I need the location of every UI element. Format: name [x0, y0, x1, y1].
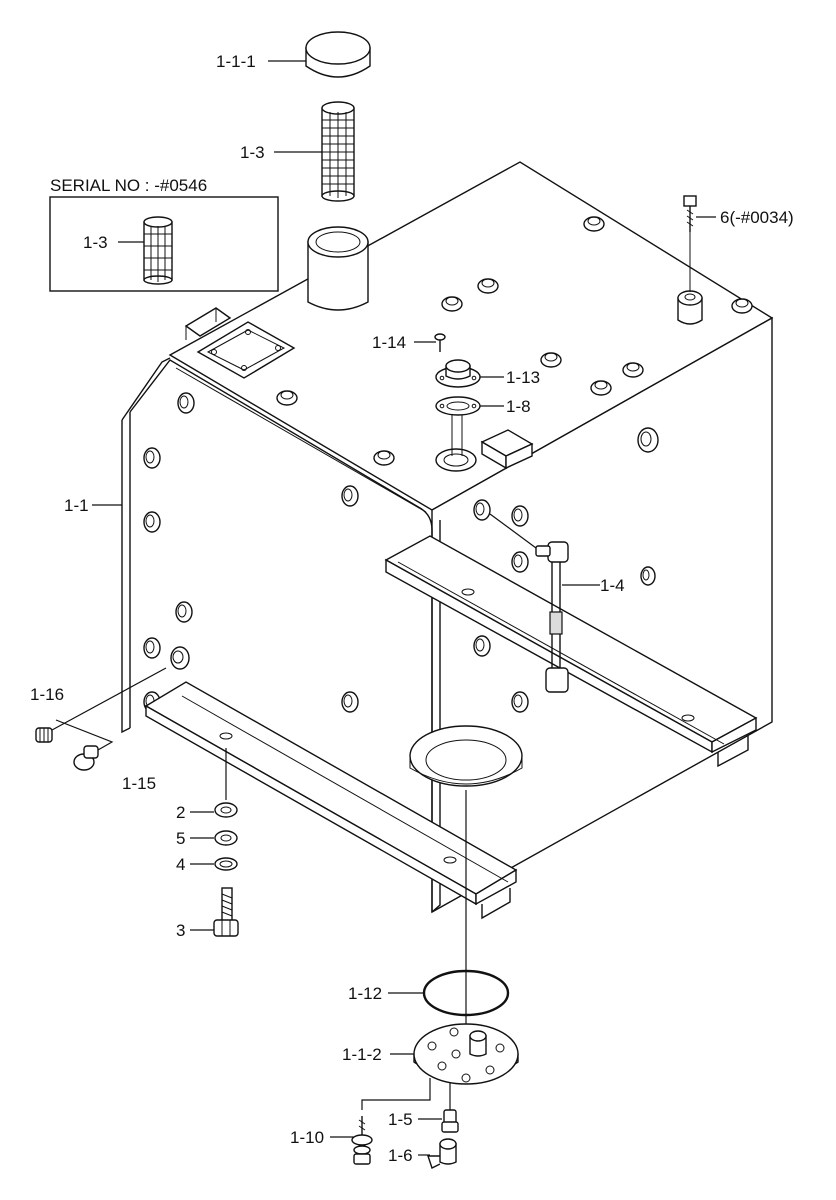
side-rail	[384, 535, 758, 768]
label-cover-plate: 1-1-2	[342, 1045, 382, 1064]
clamp	[427, 1138, 457, 1169]
bottom-port-ring	[409, 725, 523, 787]
drain-plug	[35, 667, 167, 743]
label-bolt-washer: 1-10	[290, 1128, 324, 1147]
label-o-ring: 1-12	[348, 984, 382, 1003]
label-gasket: 1-8	[506, 397, 531, 416]
label-screw: 1-14	[372, 333, 406, 352]
label-drain-plug: 1-16	[30, 685, 64, 704]
serial-box-title: SERIAL NO : -#0546	[50, 176, 207, 195]
label-spring-washer: 4	[176, 855, 185, 874]
label-fitting: 1-5	[388, 1110, 413, 1129]
label-clamp: 1-6	[388, 1146, 413, 1165]
washer-2	[214, 802, 238, 818]
serial-box-part-label: 1-3	[83, 233, 108, 252]
label-bolt: 3	[176, 921, 185, 940]
level-port	[435, 412, 477, 472]
label-strainer: 1-3	[240, 143, 265, 162]
label-gauge-cover: 1-13	[506, 368, 540, 387]
side-bosses	[473, 427, 659, 713]
filler-neck	[307, 226, 369, 311]
fitting	[441, 1109, 459, 1133]
label-washer-5: 5	[176, 829, 185, 848]
washer-5	[214, 830, 238, 846]
label-plug: 1-15	[122, 774, 156, 793]
top-bolt	[683, 195, 697, 292]
top-bosses	[276, 216, 753, 466]
spring-washer-4	[214, 857, 238, 871]
leader-lines	[92, 60, 716, 1156]
gauge-screw	[434, 333, 446, 352]
label-washer-2: 2	[176, 803, 185, 822]
strainer	[321, 101, 355, 202]
tank-body	[121, 161, 774, 920]
bolt-washer	[351, 1116, 373, 1165]
bolt-3	[213, 887, 239, 937]
serial-number-inset	[49, 196, 279, 292]
filler-cap	[305, 31, 371, 78]
front-rail	[144, 681, 518, 920]
gauge-cover	[435, 359, 481, 388]
label-level-gauge: 1-4	[600, 576, 625, 595]
label-bolt-top: 6(-#0034)	[720, 208, 794, 227]
plug	[55, 719, 114, 771]
label-tank: 1-1	[64, 496, 89, 515]
gauge-gasket	[435, 396, 481, 416]
label-cap: 1-1-1	[216, 52, 256, 71]
level-gauge	[489, 513, 569, 693]
cover-plate	[413, 1023, 519, 1085]
